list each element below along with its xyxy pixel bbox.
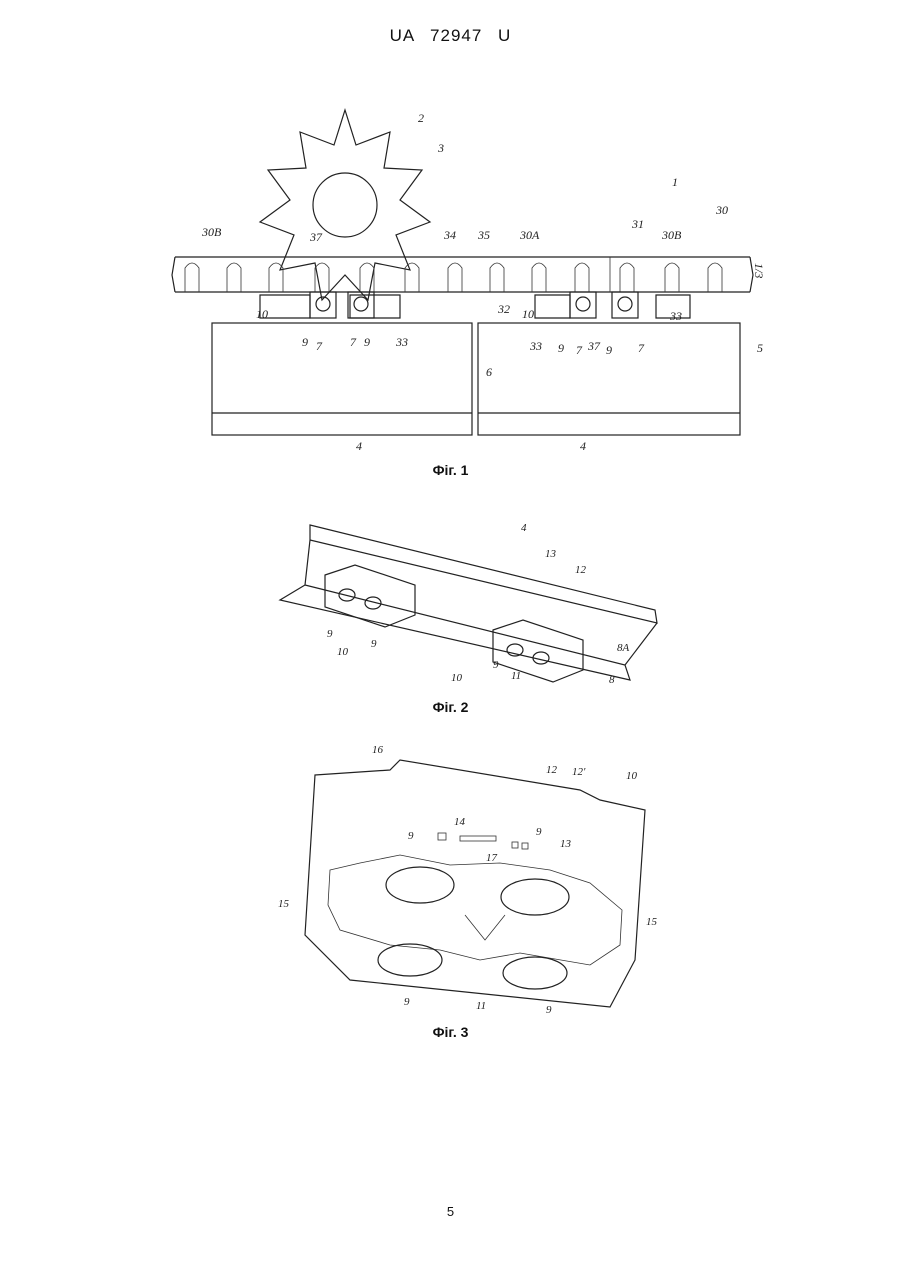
figure-2-drawing: 4 13 12 9 9 10 8A 9 10 11 8 <box>265 515 665 695</box>
block-outline <box>305 760 645 1007</box>
figure-1-caption: Фіг. 1 <box>0 462 901 478</box>
label-14: 14 <box>454 816 466 828</box>
label-10-right: 10 <box>451 672 463 684</box>
label-9-b: 9 <box>536 826 542 838</box>
label-2: 2 <box>418 111 424 125</box>
label-11: 11 <box>476 1000 486 1012</box>
beam-right <box>478 323 740 435</box>
label-3: 3 <box>437 141 444 155</box>
label-9-c: 9 <box>404 996 410 1008</box>
label-10-left: 10 <box>256 307 268 321</box>
rack-bar <box>172 257 753 292</box>
label-10-left: 10 <box>337 646 349 658</box>
label-12-prime: 12' <box>572 766 586 778</box>
label-15-left: 15 <box>278 898 290 910</box>
label-17: 17 <box>486 852 498 864</box>
label-4: 4 <box>521 522 527 534</box>
label-4-left: 4 <box>356 439 362 453</box>
label-12: 12 <box>575 564 587 576</box>
figure-3-caption: Фіг. 3 <box>0 1024 901 1040</box>
label-7-d: 7 <box>638 341 645 355</box>
carrier-right <box>535 292 690 318</box>
label-9-b: 9 <box>364 335 370 349</box>
figure-2-caption: Фіг. 2 <box>0 699 901 715</box>
rack-slots <box>185 257 722 292</box>
label-31: 31 <box>631 217 644 231</box>
label-15-right: 15 <box>646 916 658 928</box>
label-33-mid: 33 <box>529 339 542 353</box>
label-13: 13 <box>545 548 557 560</box>
label-9-d: 9 <box>606 343 612 357</box>
label-9-c: 9 <box>558 341 564 355</box>
carrier-left <box>260 292 400 318</box>
label-8a: 8A <box>617 642 630 654</box>
label-30b-left: 30B <box>201 225 222 239</box>
label-34: 34 <box>443 228 456 242</box>
label-30b-right: 30B <box>661 228 682 242</box>
label-7-b: 7 <box>350 335 357 349</box>
label-5: 5 <box>757 341 763 355</box>
label-30a: 30A <box>519 228 540 242</box>
label-9-a: 9 <box>408 830 414 842</box>
label-16: 16 <box>372 744 384 756</box>
hole-bottom-right <box>503 957 567 989</box>
center-notch <box>465 915 505 940</box>
figure-1-labels: 2 3 1 30 30B 37 34 35 30A 31 30B 32 10 1… <box>201 111 766 453</box>
beam-left <box>212 323 472 435</box>
label-11: 11 <box>511 670 521 682</box>
gear-hub <box>313 173 377 237</box>
figure-1-drawing: 2 3 1 30 30B 37 34 35 30A 31 30B 32 10 1… <box>160 100 780 460</box>
slot-marks <box>438 833 528 849</box>
label-13: 13 <box>560 838 572 850</box>
label-6: 6 <box>486 365 492 379</box>
label-4-right: 4 <box>580 439 586 453</box>
block-inner-rim <box>328 855 622 965</box>
label-8: 8 <box>609 674 615 686</box>
hole-bottom-left <box>378 944 442 976</box>
label-37-bottom: 37 <box>587 339 601 353</box>
carrier-block-left <box>325 565 415 627</box>
page-number: 5 <box>0 1204 901 1219</box>
sheet-marker: 1/3 <box>752 263 766 278</box>
label-7-c: 7 <box>576 343 583 357</box>
label-32: 32 <box>497 302 510 316</box>
label-9-d: 9 <box>546 1004 552 1016</box>
hole-top-left <box>386 867 454 903</box>
figure-3-drawing: 16 12 12' 10 14 9 9 17 13 15 15 9 11 9 <box>270 735 670 1020</box>
label-30: 30 <box>715 203 728 217</box>
label-10: 10 <box>626 770 638 782</box>
label-35: 35 <box>477 228 490 242</box>
label-1: 1 <box>672 175 678 189</box>
label-33-left: 33 <box>395 335 408 349</box>
gear-outline <box>260 110 430 300</box>
figure-3-labels: 16 12 12' 10 14 9 9 17 13 15 15 9 11 9 <box>278 744 658 1016</box>
document-number: UA 72947 U <box>0 26 901 46</box>
label-37-top: 37 <box>309 230 323 244</box>
label-12: 12 <box>546 764 558 776</box>
hole-top-right <box>501 879 569 915</box>
label-33-right-end: 33 <box>669 309 682 323</box>
label-7-a: 7 <box>316 339 323 353</box>
label-10-right: 10 <box>522 307 534 321</box>
label-9-b: 9 <box>371 638 377 650</box>
figure-2-labels: 4 13 12 9 9 10 8A 9 10 11 8 <box>327 522 630 686</box>
label-9-a: 9 <box>327 628 333 640</box>
label-9-c: 9 <box>493 659 499 671</box>
label-9-a: 9 <box>302 335 308 349</box>
